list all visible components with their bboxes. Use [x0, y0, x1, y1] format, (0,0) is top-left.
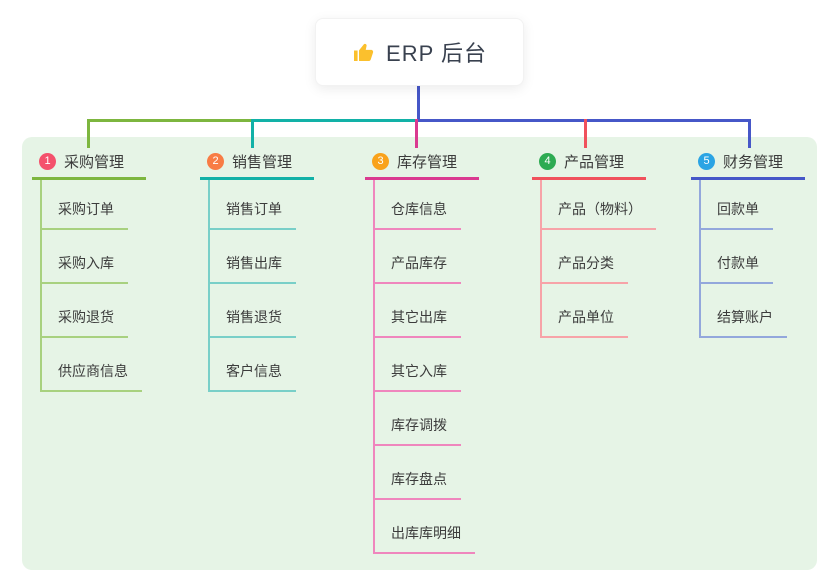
child-node[interactable]: 库存调拨 — [375, 415, 461, 446]
branch-label: 销售管理 — [232, 153, 293, 171]
branch-children: 回款单付款单结算账户 — [699, 180, 805, 338]
child-node[interactable]: 产品单位 — [542, 307, 628, 338]
child-node-row: 库存调拨 — [375, 392, 479, 446]
child-node-row: 供应商信息 — [42, 338, 146, 392]
branch-number-badge: 5 — [698, 152, 715, 170]
child-node-row: 仓库信息 — [375, 180, 479, 230]
child-node[interactable]: 结算账户 — [701, 307, 787, 338]
branch-header[interactable]: 3 库存管理 — [365, 148, 480, 180]
child-node[interactable]: 产品库存 — [375, 253, 461, 284]
child-node[interactable]: 采购退货 — [42, 307, 128, 338]
child-node[interactable]: 付款单 — [701, 253, 773, 284]
child-node[interactable]: 客户信息 — [210, 361, 296, 392]
child-node-row: 其它出库 — [375, 284, 479, 338]
child-node[interactable]: 销售订单 — [210, 199, 296, 230]
child-node-row: 回款单 — [701, 180, 805, 230]
branch-children: 仓库信息产品库存其它出库其它入库库存调拨库存盘点出库库明细 — [373, 180, 479, 554]
branch-number-badge: 2 — [207, 152, 224, 170]
child-node[interactable]: 销售出库 — [210, 253, 296, 284]
branch-children: 采购订单采购入库采购退货供应商信息 — [40, 180, 146, 392]
child-node-row: 采购入库 — [42, 230, 146, 284]
root-title: ERP 后台 — [386, 41, 487, 66]
branch-number-badge: 1 — [39, 152, 56, 170]
child-node[interactable]: 库存盘点 — [375, 469, 461, 500]
branch-label: 财务管理 — [723, 153, 784, 171]
branch-number-badge: 4 — [539, 152, 556, 170]
child-node[interactable]: 销售退货 — [210, 307, 296, 338]
child-node-row: 销售退货 — [210, 284, 314, 338]
child-node-row: 采购订单 — [42, 180, 146, 230]
drop-line-finance — [748, 119, 751, 148]
child-node-row: 付款单 — [701, 230, 805, 284]
branches-panel — [22, 137, 817, 570]
branch-header[interactable]: 4 产品管理 — [532, 148, 647, 180]
branch-column: 3 库存管理 仓库信息产品库存其它出库其它入库库存调拨库存盘点出库库明细 — [365, 148, 480, 554]
child-node[interactable]: 其它入库 — [375, 361, 461, 392]
branch-column: 2 销售管理 销售订单销售出库销售退货客户信息 — [200, 148, 315, 392]
child-node[interactable]: 产品分类 — [542, 253, 628, 284]
child-node[interactable]: 出库库明细 — [375, 523, 475, 554]
drop-line-inventory — [415, 119, 418, 148]
child-node[interactable]: 其它出库 — [375, 307, 461, 338]
child-node[interactable]: 采购入库 — [42, 253, 128, 284]
branch-label: 产品管理 — [564, 153, 625, 171]
child-node-row: 其它入库 — [375, 338, 479, 392]
child-node[interactable]: 产品（物料） — [542, 199, 656, 230]
child-node-row: 库存盘点 — [375, 446, 479, 500]
branch-children: 产品（物料） 产品分类产品单位 — [540, 180, 656, 338]
root-node[interactable]: ERP 后台 — [315, 18, 524, 86]
child-node-row: 采购退货 — [42, 284, 146, 338]
branch-header[interactable]: 1 采购管理 — [32, 148, 147, 180]
bus-line-green — [87, 119, 253, 122]
child-node[interactable]: 仓库信息 — [375, 199, 461, 230]
branch-label: 库存管理 — [397, 153, 458, 171]
branch-column: 1 采购管理 采购订单采购入库采购退货供应商信息 — [32, 148, 147, 392]
child-node-row: 产品（物料） — [542, 180, 656, 230]
branch-number-badge: 3 — [372, 152, 389, 170]
child-node-row: 结算账户 — [701, 284, 805, 338]
child-node-row: 产品库存 — [375, 230, 479, 284]
child-node-row: 出库库明细 — [375, 500, 479, 554]
child-node-row: 产品单位 — [542, 284, 656, 338]
branch-column: 5 财务管理 回款单付款单结算账户 — [691, 148, 806, 338]
root-stem-line — [417, 85, 420, 121]
branch-label: 采购管理 — [64, 153, 125, 171]
thumbs-up-icon — [354, 43, 374, 61]
child-node-row: 销售订单 — [210, 180, 314, 230]
bus-line-teal — [251, 119, 419, 122]
branch-header[interactable]: 5 财务管理 — [691, 148, 806, 180]
drop-line-purchase — [87, 119, 90, 148]
child-node-row: 销售出库 — [210, 230, 314, 284]
child-node[interactable]: 采购订单 — [42, 199, 128, 230]
branch-column: 4 产品管理 产品（物料） 产品分类产品单位 — [532, 148, 656, 338]
branch-children: 销售订单销售出库销售退货客户信息 — [208, 180, 314, 392]
child-node-row: 客户信息 — [210, 338, 314, 392]
drop-line-sales — [251, 119, 254, 148]
child-node[interactable]: 供应商信息 — [42, 361, 142, 392]
child-node-row: 产品分类 — [542, 230, 656, 284]
branch-header[interactable]: 2 销售管理 — [200, 148, 315, 180]
child-node[interactable]: 回款单 — [701, 199, 773, 230]
drop-line-product — [584, 119, 587, 148]
